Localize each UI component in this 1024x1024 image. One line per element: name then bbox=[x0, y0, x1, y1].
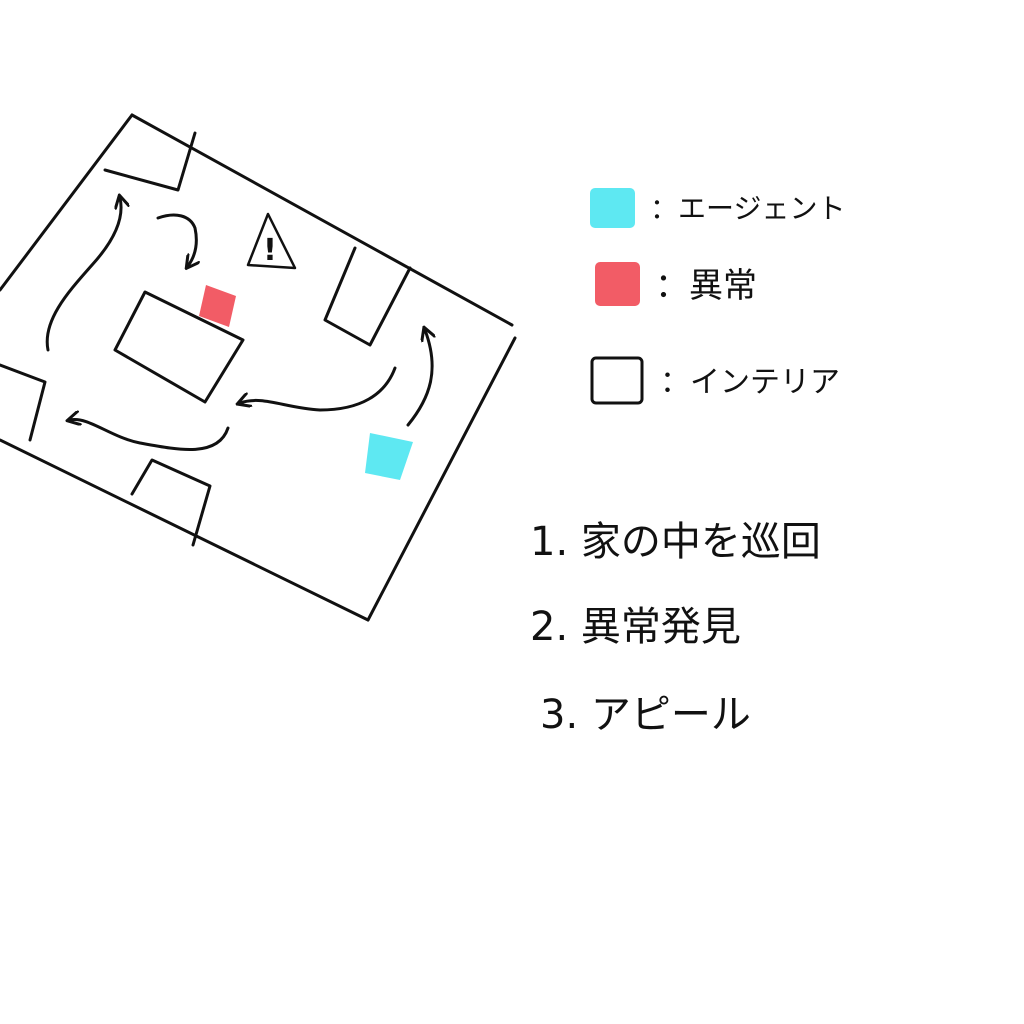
legend-item-agent: ：エージェント bbox=[590, 188, 845, 228]
legend-label-interior: ：インテリア bbox=[660, 365, 840, 400]
room-bottom bbox=[130, 458, 212, 547]
patrol-arrow-up-left bbox=[45, 198, 121, 352]
step-2: 2. 異常発見 bbox=[530, 604, 741, 650]
steps-list: 1. 家の中を巡回 2. 異常発見 3. アピール bbox=[530, 519, 821, 738]
room-top-right bbox=[323, 246, 412, 347]
legend-label-agent: ：エージェント bbox=[650, 192, 845, 225]
house-floor-plan: ! bbox=[0, 113, 517, 622]
patrol-arrow-bottom-left bbox=[70, 419, 230, 452]
legend-label-anomaly: ：異常 bbox=[655, 266, 757, 306]
room-left bbox=[0, 363, 47, 442]
warning-icon: ! bbox=[246, 212, 297, 270]
legend-item-anomaly: ：異常 bbox=[595, 262, 757, 306]
warning-mark: ! bbox=[263, 233, 277, 268]
anomaly-marker bbox=[199, 285, 236, 327]
patrol-arrow-left bbox=[240, 366, 397, 412]
step-3: 3. アピール bbox=[540, 692, 751, 738]
house-wall-left bbox=[0, 113, 134, 292]
step-1: 1. 家の中を巡回 bbox=[530, 519, 821, 565]
legend-swatch-agent bbox=[590, 188, 635, 228]
house-wall-right bbox=[366, 336, 517, 622]
patrol-arrow-down-to-anomaly bbox=[156, 213, 196, 266]
house-wall-top bbox=[130, 113, 514, 327]
legend: ：エージェント ：異常 ：インテリア bbox=[590, 188, 845, 405]
legend-item-interior: ：インテリア bbox=[590, 356, 840, 405]
house-wall-bottom bbox=[0, 438, 370, 622]
furniture-table bbox=[113, 290, 245, 404]
room-top-left bbox=[103, 131, 197, 192]
legend-swatch-interior bbox=[590, 356, 644, 405]
legend-swatch-anomaly bbox=[595, 262, 640, 306]
agent-marker bbox=[365, 433, 413, 480]
patrol-arrow-up-right bbox=[406, 330, 432, 427]
